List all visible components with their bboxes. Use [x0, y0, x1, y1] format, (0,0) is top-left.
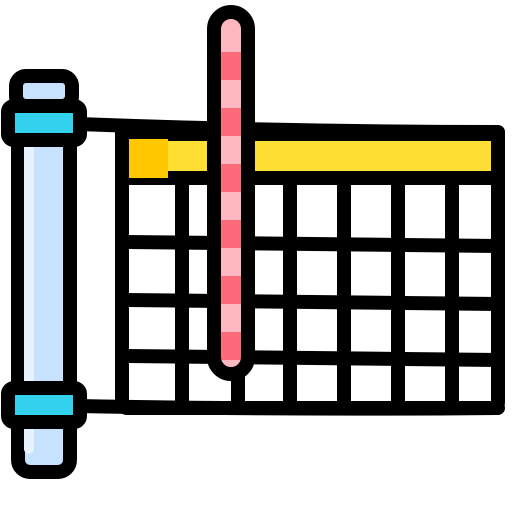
- antenna-stripes: [221, 52, 241, 360]
- net-cord-horizontal: [115, 349, 505, 367]
- pole-band-top: [1, 99, 87, 147]
- antenna-stripe: [221, 108, 241, 136]
- top-tape-band: [115, 127, 505, 185]
- antenna-outline: [207, 5, 255, 381]
- net-cord-horizontal: [115, 293, 505, 311]
- pole-shine: [24, 104, 34, 454]
- pole-band-bottom: [1, 381, 87, 429]
- net-grid-cords: [115, 173, 505, 415]
- net-outline: [115, 125, 505, 415]
- antenna-stripe: [221, 52, 241, 80]
- net-mesh-fill: [84, 128, 116, 408]
- net-top-tape: [115, 127, 505, 185]
- net-pole: [1, 69, 87, 479]
- antenna-stripe: [221, 164, 241, 192]
- antenna-stripe: [221, 220, 241, 248]
- antenna-stripe: [221, 276, 241, 304]
- top-tape-shade: [122, 134, 168, 178]
- net-cord-horizontal: [115, 235, 505, 253]
- antenna-stripe: [221, 332, 241, 360]
- net-antenna: [207, 5, 255, 381]
